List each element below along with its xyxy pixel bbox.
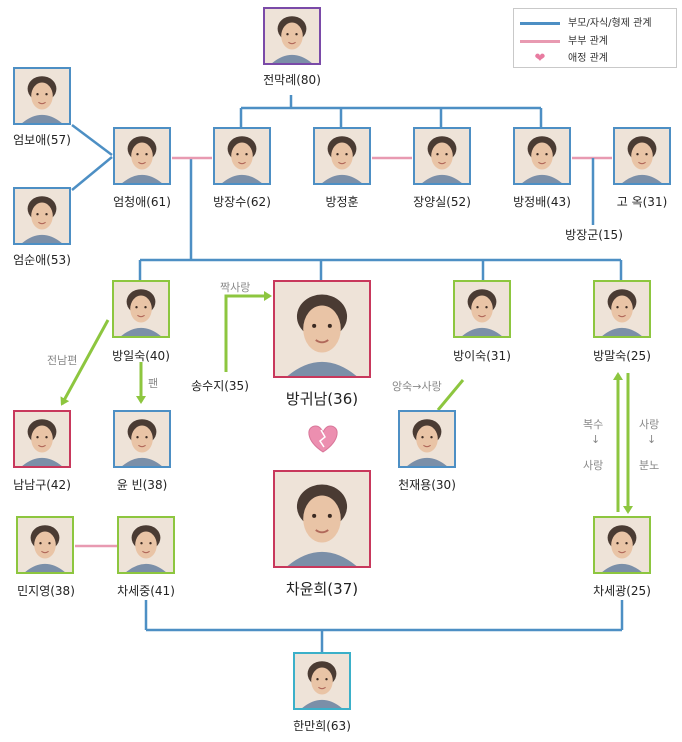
portrait-bang-jeongbae <box>513 127 571 185</box>
portrait-silhouette-icon <box>400 412 454 466</box>
name-nam-namgu: 남남구(42) <box>13 478 71 492</box>
portrait-han-manhui <box>293 652 351 710</box>
portrait-cha-segwang <box>593 516 651 574</box>
portrait-silhouette-icon <box>615 129 669 183</box>
name-cha-segwang: 차세광(25) <box>593 584 651 598</box>
portrait-silhouette-icon <box>315 129 369 183</box>
name-bang-jeongbae: 방정배(43) <box>513 195 571 209</box>
portrait-bang-jeonghun <box>313 127 371 185</box>
label-one-sided-love: 짝사랑 <box>220 281 251 294</box>
portrait-silhouette-icon <box>18 518 72 572</box>
portrait-eom-cheongae <box>113 127 171 185</box>
name-bang-isuk: 방이숙(31) <box>453 349 511 363</box>
portrait-silhouette-icon <box>265 9 319 63</box>
label-love-left: 사랑 <box>583 459 604 472</box>
portrait-silhouette-icon <box>275 472 369 566</box>
legend-item-affection: ❤애정 관계 <box>520 49 608 66</box>
portrait-bang-malsuk <box>593 280 651 338</box>
name-bang-malsuk: 방말숙(25) <box>593 349 651 363</box>
portrait-jeon-makrye <box>263 7 321 65</box>
portrait-silhouette-icon <box>595 518 649 572</box>
portrait-silhouette-icon <box>295 654 349 708</box>
portrait-silhouette-icon <box>15 189 69 243</box>
portrait-silhouette-icon <box>215 129 269 183</box>
portrait-cha-sejung <box>117 516 175 574</box>
portrait-silhouette-icon <box>115 129 169 183</box>
legend: 부모/자식/형제 관계 부부 관계 ❤애정 관계 <box>513 8 677 68</box>
name-bang-ilsuk: 방일숙(40) <box>112 349 170 363</box>
portrait-eom-boae <box>13 67 71 125</box>
portrait-silhouette-icon <box>515 129 569 183</box>
portrait-silhouette-icon <box>275 282 369 376</box>
label-love-right: 사랑 <box>639 418 660 431</box>
portrait-bang-isuk <box>453 280 511 338</box>
name-cha-sejung: 차세중(41) <box>117 584 175 598</box>
name-bang-jeonghun: 방정훈 <box>325 195 359 209</box>
name-han-manhui: 한만희(63) <box>293 719 351 733</box>
name-eom-cheongae: 엄청애(61) <box>113 195 171 209</box>
portrait-silhouette-icon <box>114 282 168 336</box>
name-bang-janggun: 방장군(15) <box>565 228 623 242</box>
label-anger: 분노 <box>639 459 660 472</box>
name-yun-bin: 윤 빈(38) <box>116 478 168 492</box>
portrait-bang-jangsu <box>213 127 271 185</box>
portrait-yun-bin <box>113 410 171 468</box>
name-jang-yangsil: 장양실(52) <box>413 195 471 209</box>
label-revenge: 복수 <box>583 418 604 431</box>
name-bang-jangsu: 방장수(62) <box>213 195 271 209</box>
name-bang-guinam: 방귀남(36) <box>285 390 359 408</box>
name-go-ok: 고 옥(31) <box>616 195 668 209</box>
affection-arrows <box>60 291 633 514</box>
portrait-silhouette-icon <box>15 412 69 466</box>
portrait-bang-guinam <box>273 280 371 378</box>
love-heart-icon <box>308 425 338 453</box>
name-jeon-makrye: 전막례(80) <box>263 73 321 87</box>
name-min-jiyeong: 민지영(38) <box>17 584 75 598</box>
legend-item-marriage: 부부 관계 <box>520 32 608 47</box>
portrait-bang-ilsuk <box>112 280 170 338</box>
portrait-silhouette-icon <box>415 129 469 183</box>
label-fan: 팬 <box>148 377 159 390</box>
label-arrow-left: ↓ <box>591 433 601 446</box>
name-eom-sunae: 엄순애(53) <box>13 253 71 267</box>
legend-item-family: 부모/자식/형제 관계 <box>520 14 652 29</box>
label-hate-to-love: 앙숙→사랑 <box>392 380 442 393</box>
portrait-jang-yangsil <box>413 127 471 185</box>
name-eom-boae: 엄보애(57) <box>13 133 71 147</box>
portrait-cheon-jaeyong <box>398 410 456 468</box>
portrait-eom-sunae <box>13 187 71 245</box>
portrait-min-jiyeong <box>16 516 74 574</box>
portrait-silhouette-icon <box>115 412 169 466</box>
portrait-nam-namgu <box>13 410 71 468</box>
name-song-suji: 송수지(35) <box>191 379 249 393</box>
label-arrow-right: ↓ <box>647 433 657 446</box>
portrait-silhouette-icon <box>15 69 69 123</box>
family-lines <box>71 95 624 652</box>
label-ex-husband: 전남편 <box>47 354 78 367</box>
portrait-silhouette-icon <box>455 282 509 336</box>
name-cha-yunhui: 차윤희(37) <box>285 580 359 598</box>
portrait-go-ok <box>613 127 671 185</box>
heart-icon: ❤ <box>534 50 546 66</box>
portrait-silhouette-icon <box>119 518 173 572</box>
portrait-cha-yunhui <box>273 470 371 568</box>
name-cheon-jaeyong: 천재용(30) <box>398 478 456 492</box>
portrait-silhouette-icon <box>595 282 649 336</box>
